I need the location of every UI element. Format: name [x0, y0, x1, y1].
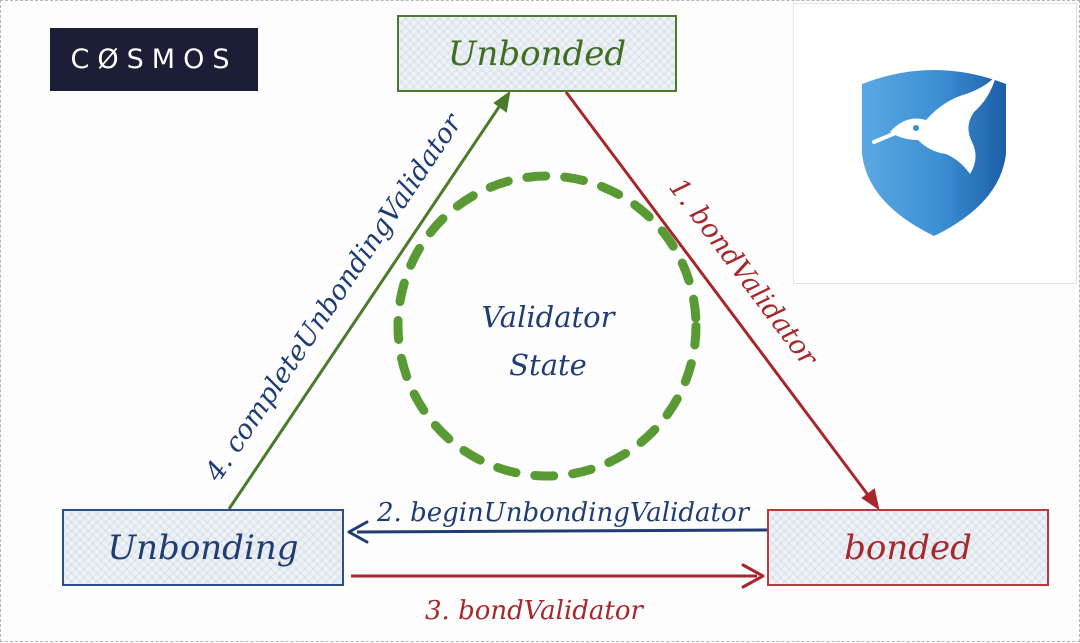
validator-state-circle	[393, 171, 701, 481]
center-label-line1: Validator	[482, 300, 617, 334]
transition-label-2: 2. beginUnbondingValidator	[376, 498, 751, 528]
cosmos-logo-text: CØSMOS	[70, 44, 238, 75]
state-label-bonded: bonded	[844, 527, 972, 568]
shield-logo-panel	[793, 3, 1077, 284]
transition-label-4: 4. completeUnbondingValidator	[199, 107, 470, 488]
state-box-bonded: bonded	[767, 509, 1049, 586]
state-box-unbonding: Unbonding	[62, 509, 344, 586]
state-label-unbonding: Unbonding	[107, 527, 299, 568]
hummingbird-shield-icon	[862, 70, 1006, 236]
state-box-unbonded: Unbonded	[397, 15, 677, 92]
center-label-line2: State	[509, 348, 587, 382]
cosmos-logo: CØSMOS	[50, 28, 258, 91]
arrow-bond-from-unbonded	[564, 91, 880, 511]
state-label-unbonded: Unbonded	[447, 33, 627, 74]
arrow-begin-unbonding	[347, 520, 772, 544]
transition-label-3: 3. bondValidator	[425, 596, 645, 626]
arrow-bond-from-unbonding	[351, 563, 765, 589]
arrow-complete-unbonding	[227, 90, 511, 510]
